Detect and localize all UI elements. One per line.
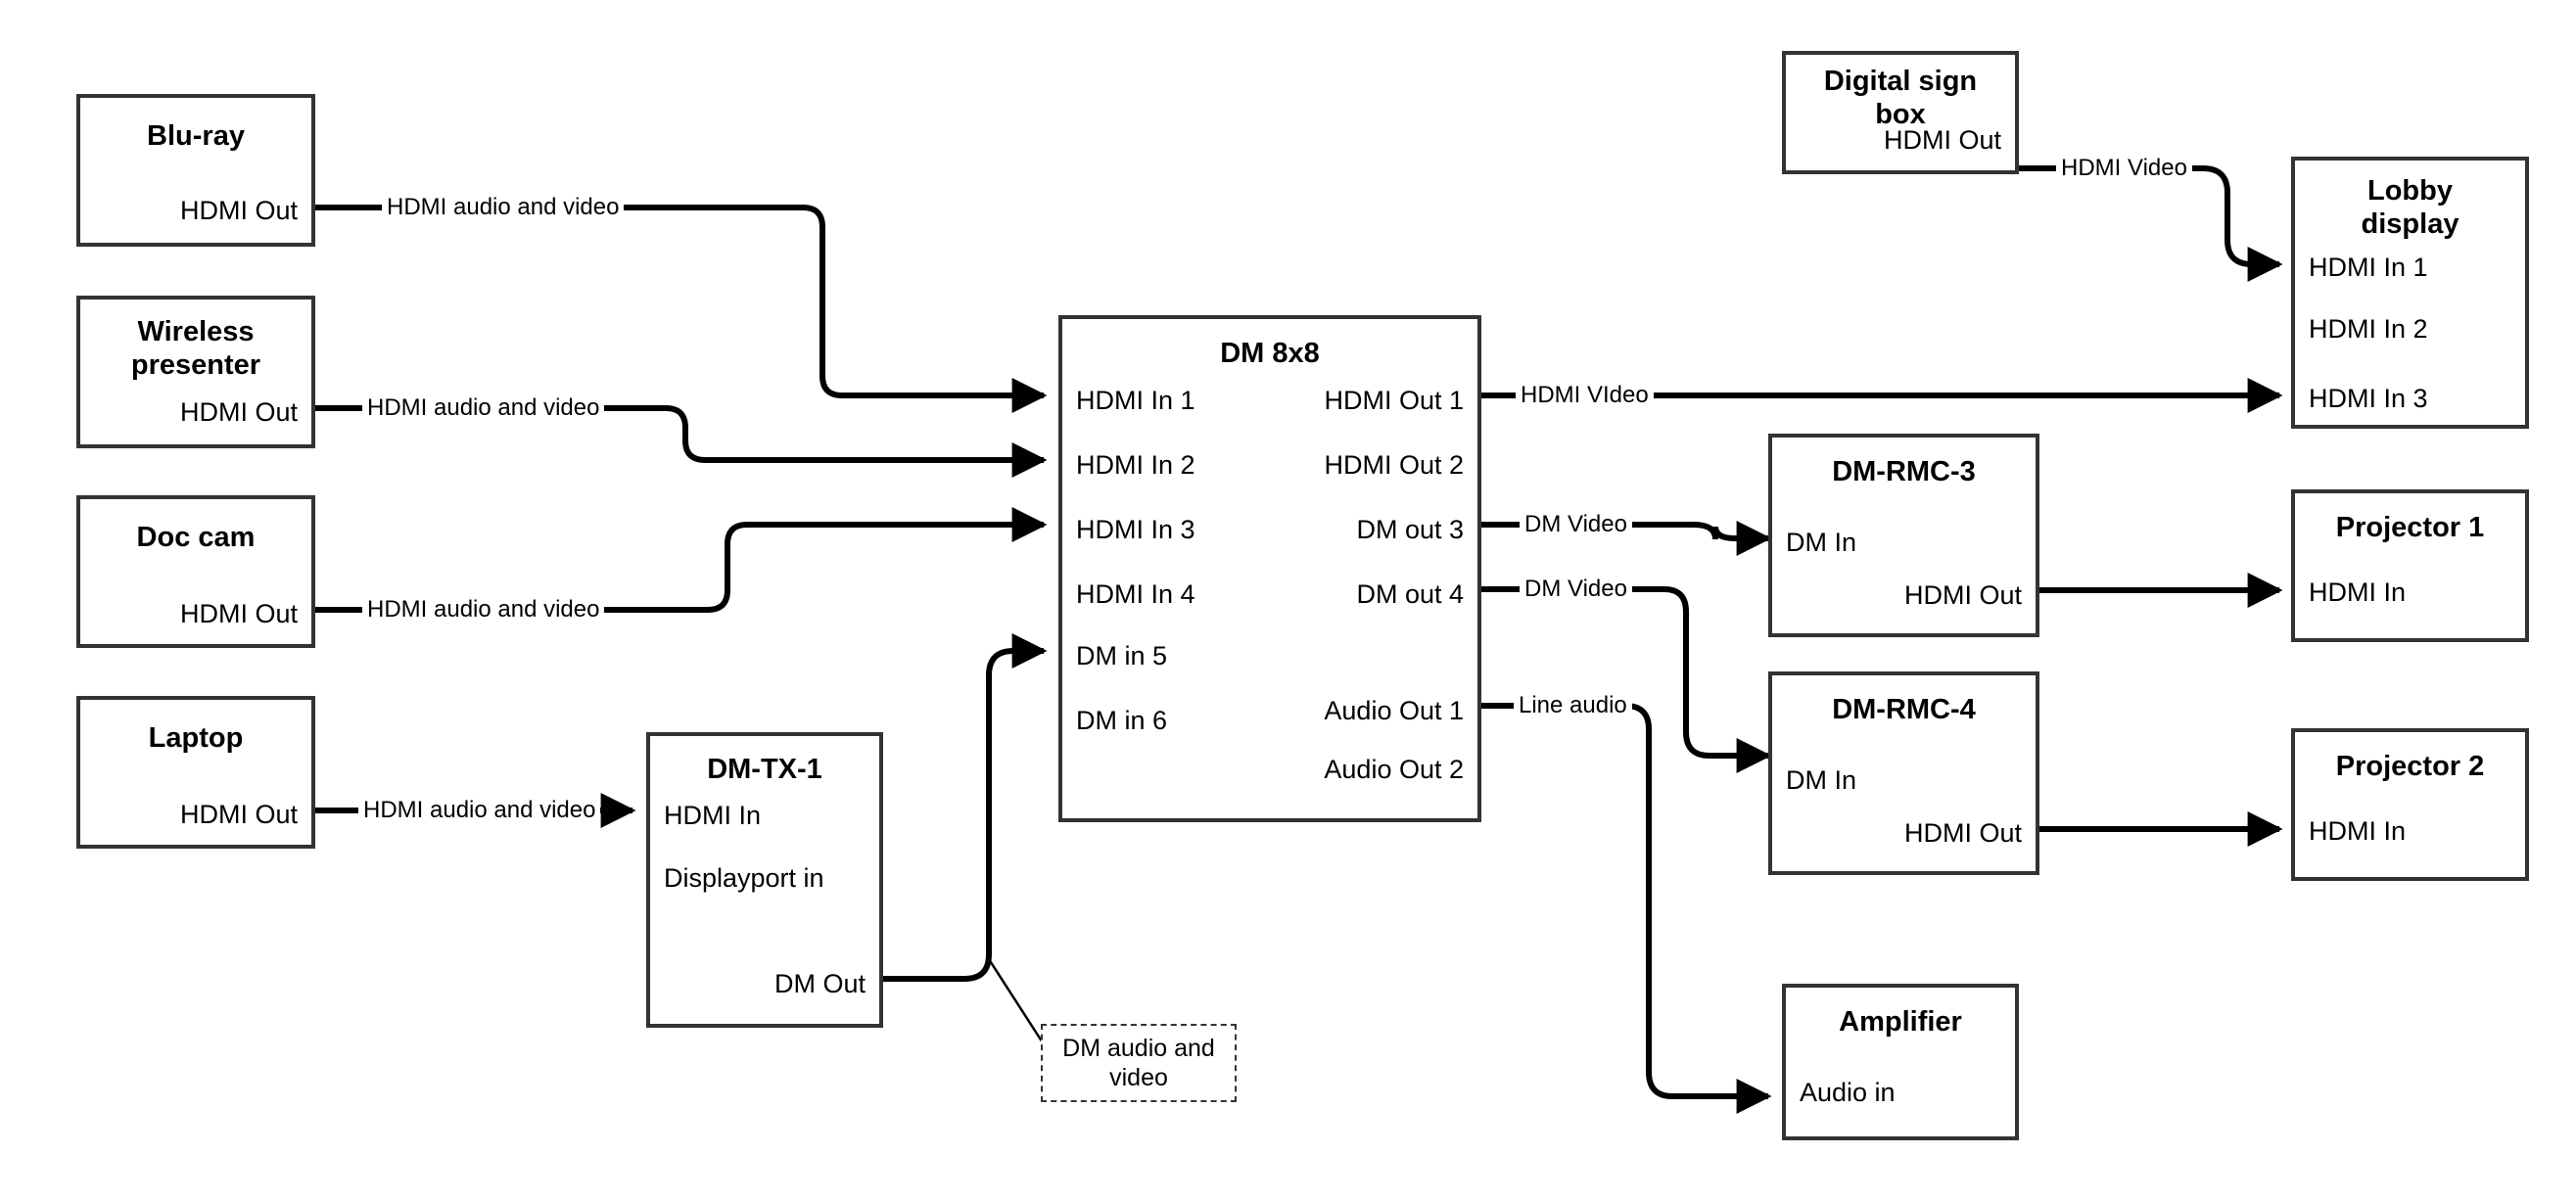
node-lobby-display[interactable]: Lobby display HDMI In 1 HDMI In 2 HDMI I…	[2291, 157, 2529, 429]
wire-bluray-to-hdmi-in-1	[315, 205, 1048, 413]
node-wireless-presenter[interactable]: Wireless presenter HDMI Out	[76, 296, 315, 448]
node-dm-8x8-port-dm-out-3: DM out 3	[1356, 515, 1464, 544]
node-projector-2[interactable]: Projector 2 HDMI In	[2291, 728, 2529, 881]
node-dm-8x8[interactable]: DM 8x8 HDMI In 1 HDMI In 2 HDMI In 3 HDM…	[1058, 315, 1481, 822]
node-dm-rmc-3-title: DM-RMC-3	[1832, 456, 1976, 487]
node-dm-rmc-4-port-hdmi-out: HDMI Out	[1903, 818, 2022, 848]
wire-audio-out-1-to-amplifier	[1481, 703, 1772, 1114]
wire-label-digitalsign-to-lobby: HDMI Video	[2056, 155, 2192, 182]
node-dm-8x8-port-audio-out-1: Audio Out 1	[1324, 696, 1464, 725]
node-wireless-presenter-port-hdmi-out: HDMI Out	[179, 397, 298, 427]
node-lobby-display-port-hdmi-in-2: HDMI In 2	[2309, 314, 2428, 344]
note-dm-audio-and-video: DM audio and video	[1041, 1024, 1237, 1102]
wire-label-hdmi-out-1-to-lobby: HDMI VIdeo	[1516, 382, 1654, 409]
wire-label-doccam-to-hdmi-in-3: HDMI audio and video	[362, 596, 605, 624]
node-dm-rmc-3-port-dm-in: DM In	[1786, 528, 1857, 557]
node-wireless-presenter-title: Wireless presenter	[130, 316, 261, 382]
node-projector-1-title: Projector 1	[2335, 512, 2485, 543]
node-doc-cam[interactable]: Doc cam HDMI Out	[76, 495, 315, 648]
node-dm-rmc-4-title: DM-RMC-4	[1832, 694, 1976, 725]
node-dm-8x8-port-hdmi-in-2: HDMI In 2	[1076, 450, 1195, 480]
wire-label-laptop-to-dmtx1: HDMI audio and video	[358, 797, 601, 824]
node-dm-rmc-3[interactable]: DM-RMC-3 DM In HDMI Out	[1768, 434, 2039, 637]
wire-digitalsign-to-lobby-hdmi-in-1	[2007, 165, 2283, 282]
node-dm-8x8-port-dm-in-6: DM in 6	[1076, 706, 1168, 735]
wire-label-bluray-to-hdmi-in-1: HDMI audio and video	[382, 194, 625, 221]
node-dm-tx-1-port-dm-out: DM Out	[773, 969, 866, 998]
node-projector-1[interactable]: Projector 1 HDMI In	[2291, 489, 2529, 642]
node-dm-rmc-3-port-hdmi-out: HDMI Out	[1903, 580, 2022, 610]
node-dm-8x8-port-hdmi-out-1: HDMI Out 1	[1324, 386, 1464, 415]
node-lobby-display-port-hdmi-in-1: HDMI In 1	[2309, 253, 2428, 282]
node-dm-8x8-port-audio-out-2: Audio Out 2	[1324, 755, 1464, 784]
node-dm-rmc-4[interactable]: DM-RMC-4 DM In HDMI Out	[1768, 671, 2039, 875]
node-dm-rmc-4-port-dm-in: DM In	[1786, 765, 1857, 795]
node-dm-8x8-port-dm-in-5: DM in 5	[1076, 641, 1168, 670]
node-lobby-display-port-hdmi-in-3: HDMI In 3	[2309, 384, 2428, 413]
node-digital-sign-box-title: Digital sign box	[1823, 66, 1978, 131]
node-dm-8x8-port-dm-out-4: DM out 4	[1356, 579, 1464, 609]
node-digital-sign-box-port-hdmi-out: HDMI Out	[1883, 125, 2001, 155]
node-laptop-title: Laptop	[148, 722, 244, 754]
node-projector-1-port-hdmi-in: HDMI In	[2309, 577, 2407, 607]
node-laptop-port-hdmi-out: HDMI Out	[179, 800, 298, 829]
node-dm-tx-1-port-displayport-in: Displayport in	[664, 863, 824, 893]
node-digital-sign-box[interactable]: Digital sign box HDMI Out	[1782, 51, 2019, 174]
node-projector-2-title: Projector 2	[2335, 751, 2485, 782]
node-dm-8x8-port-hdmi-in-3: HDMI In 3	[1076, 515, 1195, 544]
node-lobby-display-title: Lobby display	[2361, 175, 2459, 241]
node-projector-2-port-hdmi-in: HDMI In	[2309, 816, 2407, 846]
node-dm-tx-1-port-hdmi-in: HDMI In	[664, 801, 762, 830]
node-bluray-title: Blu-ray	[147, 120, 245, 152]
leader-line-dm-audio-video-note	[987, 958, 1048, 1048]
node-dm-8x8-title: DM 8x8	[1220, 338, 1320, 369]
node-dm-8x8-port-hdmi-in-4: HDMI In 4	[1076, 579, 1195, 609]
node-doc-cam-title: Doc cam	[136, 522, 256, 553]
wire-label-dm-out-4-to-dmrmc4: DM Video	[1520, 576, 1632, 603]
node-bluray-port-hdmi-out: HDMI Out	[179, 196, 298, 225]
wire-label-wireless-to-hdmi-in-2: HDMI audio and video	[362, 394, 605, 422]
node-dm-tx-1[interactable]: DM-TX-1 HDMI In Displayport in DM Out	[646, 732, 883, 1028]
node-dm-8x8-port-hdmi-in-1: HDMI In 1	[1076, 386, 1195, 415]
node-laptop[interactable]: Laptop HDMI Out	[76, 696, 315, 849]
node-doc-cam-port-hdmi-out: HDMI Out	[179, 599, 298, 628]
node-dm-tx-1-title: DM-TX-1	[707, 754, 822, 785]
node-dm-8x8-port-hdmi-out-2: HDMI Out 2	[1324, 450, 1464, 480]
wire-dm-out-4-to-dmrmc4	[1481, 586, 1772, 773]
node-amplifier[interactable]: Amplifier Audio in	[1782, 984, 2019, 1140]
wire-label-audio-out-1-to-amplifier: Line audio	[1514, 692, 1632, 719]
node-bluray[interactable]: Blu-ray HDMI Out	[76, 94, 315, 247]
wire-label-dm-out-3-to-dmrmc3: DM Video	[1520, 511, 1632, 538]
node-amplifier-title: Amplifier	[1839, 1006, 1962, 1038]
node-amplifier-port-audio-in: Audio in	[1800, 1078, 1896, 1107]
wire-dmtx1-to-dm-in-5	[883, 633, 1048, 982]
